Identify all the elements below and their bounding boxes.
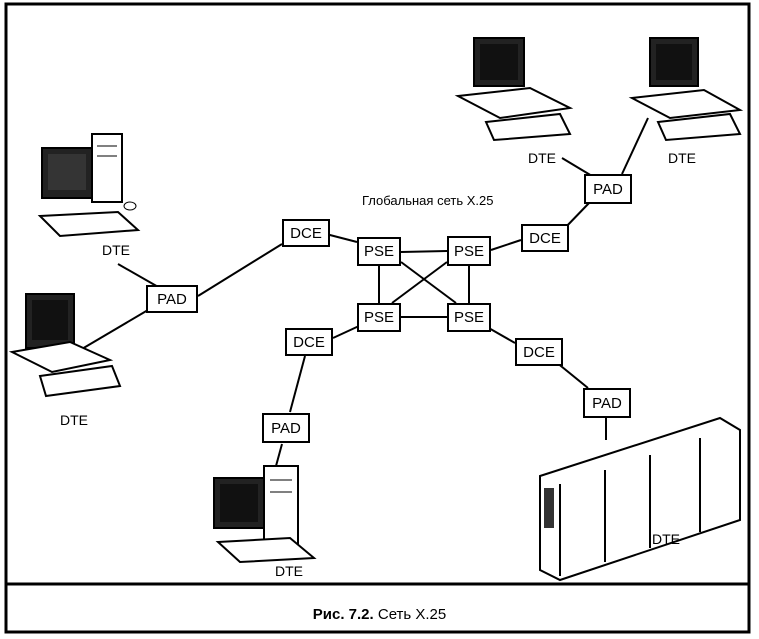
pse-box: PSE [447,303,491,332]
dte-label: DTE [652,531,680,547]
pse-box: PSE [357,237,401,266]
pad-box-top-right: PAD [584,174,632,204]
pse-box: PSE [447,236,491,266]
dte-label: DTE [275,563,303,579]
rack-server-icon [539,416,741,582]
dce-box-right: DCE [521,224,569,252]
connection-lines [69,117,649,467]
pad-box-bottom: PAD [262,413,310,443]
dce-box-left: DCE [282,219,330,247]
dce-box-bottom-right: DCE [515,338,563,366]
dte-label: DTE [60,412,88,428]
dce-box-bottom: DCE [285,328,333,356]
figure-border [4,2,751,634]
computer-icon [454,37,574,142]
dte-label: DTE [102,242,130,258]
caption-text: Сеть X.25 [377,606,447,623]
pse-box: PSE [357,303,401,332]
dte-label: DTE [668,150,696,166]
computer-icon [213,465,317,564]
pad-box-left: PAD [146,285,198,313]
network-title: Глобальная сеть X.25 [362,193,494,208]
computer-icon [8,293,122,398]
caption-number: Рис. 7.2. [312,606,374,623]
computer-icon [628,37,744,142]
computer-icon [37,133,141,238]
dte-label: DTE [528,150,556,166]
figure-caption: Рис. 7.2. Сеть X.25 [0,606,759,623]
pad-box-bottom-right: PAD [583,388,631,418]
